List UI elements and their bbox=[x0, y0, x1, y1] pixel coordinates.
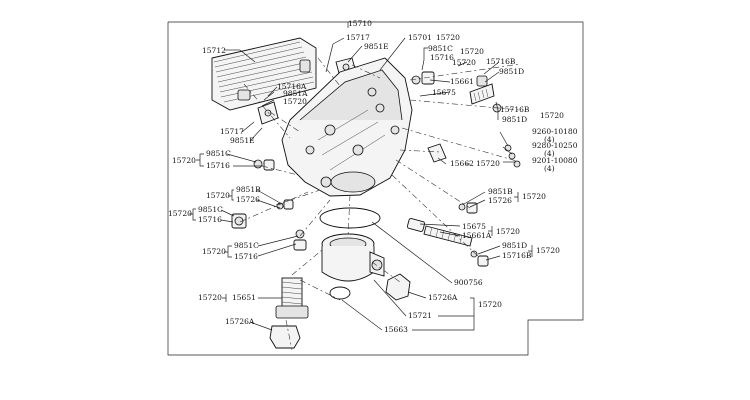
relief-valve-assembly bbox=[406, 218, 489, 267]
label-9280-qty: (4) bbox=[544, 149, 555, 158]
plug-left-3 bbox=[231, 213, 247, 229]
label-15675-lower: 15675 bbox=[462, 222, 486, 231]
label-15701: 15701 bbox=[408, 33, 432, 42]
plug-left-2 bbox=[276, 199, 294, 210]
label-15716b-top: 15716B bbox=[486, 57, 516, 66]
label-15720-right-c: 15720 bbox=[536, 246, 560, 255]
label-9201-10080: 9201-10080 bbox=[532, 156, 578, 165]
label-15716a: 15716A bbox=[277, 82, 307, 91]
label-9851c-top: 9851C bbox=[428, 44, 453, 53]
leader-lines bbox=[189, 22, 533, 331]
label-9851a: 9851A bbox=[283, 89, 308, 98]
label-9851b-right: 9851B bbox=[488, 187, 513, 196]
label-9851d-mid: 9851D bbox=[502, 115, 527, 124]
label-15721: 15721 bbox=[408, 311, 432, 320]
plug-15726a-lower bbox=[269, 325, 301, 349]
label-15717-top: 15717 bbox=[346, 33, 370, 42]
filter-adapter-15721 bbox=[321, 233, 385, 282]
label-15720-left-c: 15720 bbox=[168, 209, 192, 218]
label-9851b-left: 9851B bbox=[236, 185, 261, 194]
label-15726-left: 15726 bbox=[236, 195, 260, 204]
label-15720-top-b: 15720 bbox=[452, 58, 476, 67]
label-15651: 15651 bbox=[232, 293, 256, 302]
nipple-15651 bbox=[275, 277, 309, 319]
label-15720-top: 15720 bbox=[436, 33, 460, 42]
label-15661: 15661 bbox=[450, 77, 474, 86]
label-9260-qty: (4) bbox=[544, 135, 555, 144]
label-15717-lower: 15717 bbox=[220, 127, 244, 136]
label-15720-mid-left: 15720 bbox=[283, 97, 307, 106]
label-15720-left-d: 15720 bbox=[202, 247, 226, 256]
label-9260-10180: 9260-10180 bbox=[532, 127, 578, 136]
label-15720-bottom-right: 15720 bbox=[478, 300, 502, 309]
cooler-gasket-lower bbox=[257, 101, 279, 125]
label-15720-15661a: 15720 bbox=[496, 227, 520, 236]
label-15720-bottom-left: 15720 bbox=[198, 293, 222, 302]
o-ring-900756 bbox=[319, 207, 381, 229]
part-labels: 15710 15712 15717 9851E 15701 15720 9851… bbox=[168, 19, 578, 334]
plug-left-4 bbox=[293, 229, 307, 251]
plug-9851b-right bbox=[458, 202, 478, 214]
label-15716b-mid: 15716B bbox=[500, 105, 530, 114]
label-9851c-left-d: 9851C bbox=[234, 241, 259, 250]
washers-right bbox=[504, 144, 521, 168]
label-15720-left-a: 15720 bbox=[172, 156, 196, 165]
label-15716-left-c: 15716 bbox=[198, 215, 222, 224]
label-15720-left-b: 15720 bbox=[206, 191, 230, 200]
label-9280-10250: 9280-10250 bbox=[532, 141, 578, 150]
label-15720-15662: 15720 bbox=[476, 159, 500, 168]
assembly-centerlines bbox=[239, 57, 521, 351]
label-15716-left-a: 15716 bbox=[206, 161, 230, 170]
label-9201-qty: (4) bbox=[544, 164, 555, 173]
label-15712: 15712 bbox=[202, 46, 226, 55]
label-15726-right: 15726 bbox=[488, 196, 512, 205]
label-15720-right-b: 15720 bbox=[522, 192, 546, 201]
label-15720-top-a: 15720 bbox=[460, 47, 484, 56]
label-15661a: 15661A bbox=[462, 231, 492, 240]
label-9851c-left-a: 9851C bbox=[206, 149, 231, 158]
label-15720-mid-right: 15720 bbox=[540, 111, 564, 120]
label-15716b-lower: 15716B bbox=[502, 251, 532, 260]
label-9851c-left-c: 9851C bbox=[198, 205, 223, 214]
label-15663: 15663 bbox=[384, 325, 408, 334]
label-900756: 900756 bbox=[454, 278, 483, 287]
label-15662: 15662 bbox=[450, 159, 474, 168]
filter-housing-body bbox=[281, 57, 413, 197]
label-9851e-top: 9851E bbox=[364, 42, 389, 51]
gasket-15663 bbox=[329, 286, 351, 300]
label-15716-left-d: 15716 bbox=[234, 252, 258, 261]
plug-15726a-right bbox=[385, 273, 411, 301]
label-9851e-lower: 9851E bbox=[230, 136, 255, 145]
label-9851d-lower: 9851D bbox=[502, 241, 527, 250]
label-9851d-top: 9851D bbox=[499, 67, 524, 76]
label-15710: 15710 bbox=[348, 19, 372, 28]
diagram-frame bbox=[167, 21, 584, 356]
bolt-15662 bbox=[427, 143, 447, 163]
label-15675-top: 15675 bbox=[432, 88, 456, 97]
label-15726a-right: 15726A bbox=[428, 293, 458, 302]
label-15716-top: 15716 bbox=[430, 53, 454, 62]
plug-9851c-top bbox=[411, 71, 435, 85]
label-15726a-lower: 15726A bbox=[225, 317, 255, 326]
oil-cooler-15712 bbox=[211, 37, 317, 111]
